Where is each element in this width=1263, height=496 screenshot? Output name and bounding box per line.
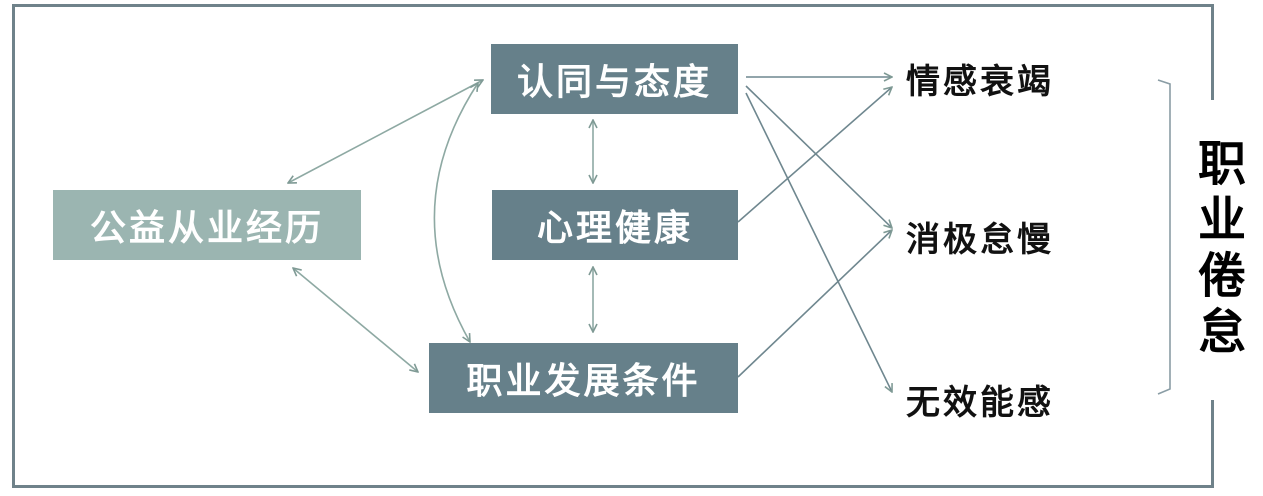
node-mental-health: 心理健康	[492, 190, 738, 260]
node-career: 职业发展条件	[429, 343, 738, 413]
outcome-cynicism: 消极怠慢	[906, 220, 1054, 260]
group-label-char: 怠	[1197, 304, 1246, 360]
arrow-identity-inefficacy	[745, 92, 892, 392]
arrow-career-cynicism	[737, 230, 892, 378]
arrow-experience-career	[293, 268, 418, 372]
group-label-char: 职	[1197, 136, 1246, 192]
arrow-identity-career	[433, 83, 478, 342]
arrow-mental-exhaustion	[737, 87, 892, 223]
outcome-inefficacy: 无效能感	[906, 383, 1054, 423]
outcome-exhaustion: 情感衰竭	[906, 62, 1054, 102]
group-label-char: 业	[1197, 192, 1246, 248]
group-label: 职 业 倦 怠	[1192, 136, 1252, 360]
frame-gap	[1200, 100, 1240, 400]
node-identity: 认同与态度	[491, 44, 738, 114]
arrow-identity-cynicism	[745, 85, 892, 228]
group-bracket	[1157, 79, 1171, 395]
group-label-char: 倦	[1197, 248, 1246, 304]
node-experience: 公益从业经历	[53, 190, 361, 260]
arrow-experience-identity	[288, 80, 483, 183]
